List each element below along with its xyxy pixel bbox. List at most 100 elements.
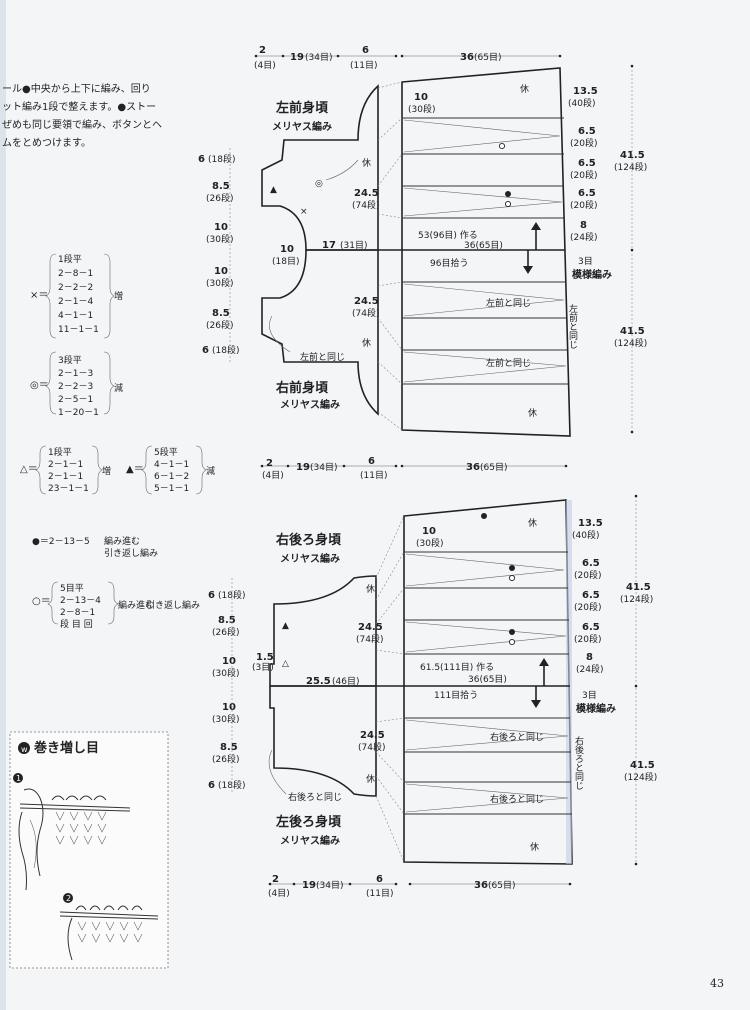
dim-unit: (26段) <box>212 753 239 765</box>
dim-unit: (20段) <box>570 137 597 149</box>
dim-value: 41.5 <box>630 760 655 771</box>
dim-unit: (26段) <box>206 192 233 204</box>
cast-on-box: w 巻き増し目 1 2 <box>9 731 169 969</box>
legend-row: 4－1－1 <box>154 460 189 470</box>
legend-brace <box>45 253 57 339</box>
dim-unit: (24段) <box>576 663 603 675</box>
back-direction-arrows <box>531 658 549 708</box>
dim-unit: (30段) <box>212 713 239 725</box>
dim-value: 6.5 <box>582 590 600 601</box>
legend-row: 5－1－1 <box>154 484 189 494</box>
dim-value: 36 <box>466 462 480 473</box>
dim-unit: (4目) <box>268 888 290 899</box>
rest-label: 休 <box>362 157 371 169</box>
dim-value: 41.5 <box>626 582 651 593</box>
same-note: 左前と同じ <box>300 351 345 363</box>
dim-value: 8.5 <box>218 615 236 626</box>
double-circle-icon: ◎ <box>315 179 323 189</box>
legend-row: 段 目 回 <box>60 618 93 630</box>
intro-line: ぜめも同じ要領で編み、ボタンとヘ <box>2 118 162 131</box>
front-top-dims: 2 (4目) 19 (34目) 6 (11目) 36 (65目) <box>254 45 562 71</box>
dim-unit: (34目) <box>310 462 337 473</box>
dim-value: 2 <box>266 458 273 469</box>
same-note: 左前と同じ <box>486 357 531 369</box>
legend-label: 減 <box>114 382 123 394</box>
legend-brace <box>35 445 47 495</box>
dim-unit: (20段) <box>574 633 601 645</box>
open-dot-icon <box>504 200 512 208</box>
legend-desc: 引き返し編み <box>104 547 158 559</box>
step-badge <box>13 773 23 783</box>
rest-label: 休 <box>366 773 375 785</box>
right-front-subtitle: メリヤス編み <box>280 398 340 411</box>
vertical-note: 左前と同じ <box>567 303 578 349</box>
dim-unit: (30段) <box>408 103 435 115</box>
dim-unit: (26段) <box>206 319 233 331</box>
dim-unit: (4目) <box>254 60 276 71</box>
legend-row: 2－1－1 <box>48 472 83 482</box>
dim-value: 6 <box>368 456 375 467</box>
dim-unit: (18目) <box>272 256 299 267</box>
dim-value: 2 <box>272 874 279 885</box>
dim-value: 6.5 <box>578 126 596 137</box>
dim-value: 6.5 <box>578 158 596 169</box>
dim-unit: (124段) <box>620 593 653 605</box>
dim-unit: (31目) <box>340 240 367 251</box>
legend-symbol: ▲＝ <box>126 464 144 475</box>
back-bottom-dims: 2 (4目) 19 (34目) 6 (11目) 36 (65目) <box>268 874 572 899</box>
dim-value: 24.5 <box>360 730 385 741</box>
legend-row: 1段平 <box>48 446 72 458</box>
dim-unit: (74段) <box>352 307 379 319</box>
dim-value: 8 <box>586 652 593 663</box>
dim-unit: (11目) <box>360 470 387 481</box>
legend-label: 増 <box>102 465 111 477</box>
dim-unit: (34目) <box>305 52 332 63</box>
dim-value: 19 <box>290 52 304 63</box>
legend-symbol: ○＝ <box>32 596 51 607</box>
dim-value: 6 <box>208 590 215 601</box>
left-front-subtitle: メリヤス編み <box>272 120 332 133</box>
dim-value: 6.5 <box>582 558 600 569</box>
legend-row: 2－8－1 <box>58 269 93 279</box>
page-number: 43 <box>710 977 724 990</box>
same-note: 右後ろと同じ <box>288 791 342 803</box>
rest-label: 休 <box>362 337 371 349</box>
dim-unit: (124段) <box>624 771 657 783</box>
back-left-column: 6 (18段) 8.5 (26段) 10 (30段) 10 (30段) 8.5 … <box>208 578 274 794</box>
legend-triangle: △＝ 1段平 2－1－1 2－1－1 23－1－1 増 ▲＝ 5段平 4－1－1… <box>20 445 215 495</box>
legend-row: 2－1－3 <box>58 369 93 379</box>
dim-value: 10 <box>222 656 236 667</box>
open-dot-icon <box>508 574 516 582</box>
legend-row: 1段平 <box>58 253 82 265</box>
left-back-title: 左後ろ身頃 <box>276 814 342 830</box>
dim-value: 24.5 <box>354 188 379 199</box>
legend-symbol: ×＝ <box>30 290 48 301</box>
vertical-note: 右後ろと同じ <box>573 735 584 790</box>
hand-needle-illustration <box>18 788 131 891</box>
filled-triangle-icon: ▲ <box>282 621 289 631</box>
legend-label: 減 <box>206 465 215 477</box>
dim-unit: (3目) <box>252 662 274 673</box>
dim-value: 41.5 <box>620 150 645 161</box>
front-direction-arrows <box>523 222 541 274</box>
dim-unit: (30段) <box>206 277 233 289</box>
cast-on-frame <box>9 731 169 969</box>
dim-value: 6.5 <box>578 188 596 199</box>
front-peplum-panel <box>401 67 571 437</box>
make-stitches-label: 53(96目) 作る <box>418 229 478 241</box>
dim-value: 6 <box>202 345 209 356</box>
dim-value: 6 <box>208 780 215 791</box>
right-back-subtitle: メリヤス編み <box>280 552 340 565</box>
rest-label: 休 <box>366 583 375 595</box>
dim-value: 6.5 <box>582 622 600 633</box>
dim-unit: (74段) <box>358 741 385 753</box>
legend-x: ×＝ 1段平 2－8－1 2－2－2 2－1－4 4－1－1 11－1－1 増 <box>30 253 123 339</box>
back-right-labels: 13.5 (40段) 6.5 (20段) 6.5 (20段) 6.5 (20段)… <box>572 494 657 866</box>
pattern-label: 模様編み <box>572 268 612 281</box>
dim-value: 8.5 <box>212 181 230 192</box>
dim-unit: (20段) <box>570 199 597 211</box>
dim-value: 2 <box>259 45 266 56</box>
legend-brace <box>47 581 59 625</box>
legend-row: 5目平 <box>60 583 84 594</box>
